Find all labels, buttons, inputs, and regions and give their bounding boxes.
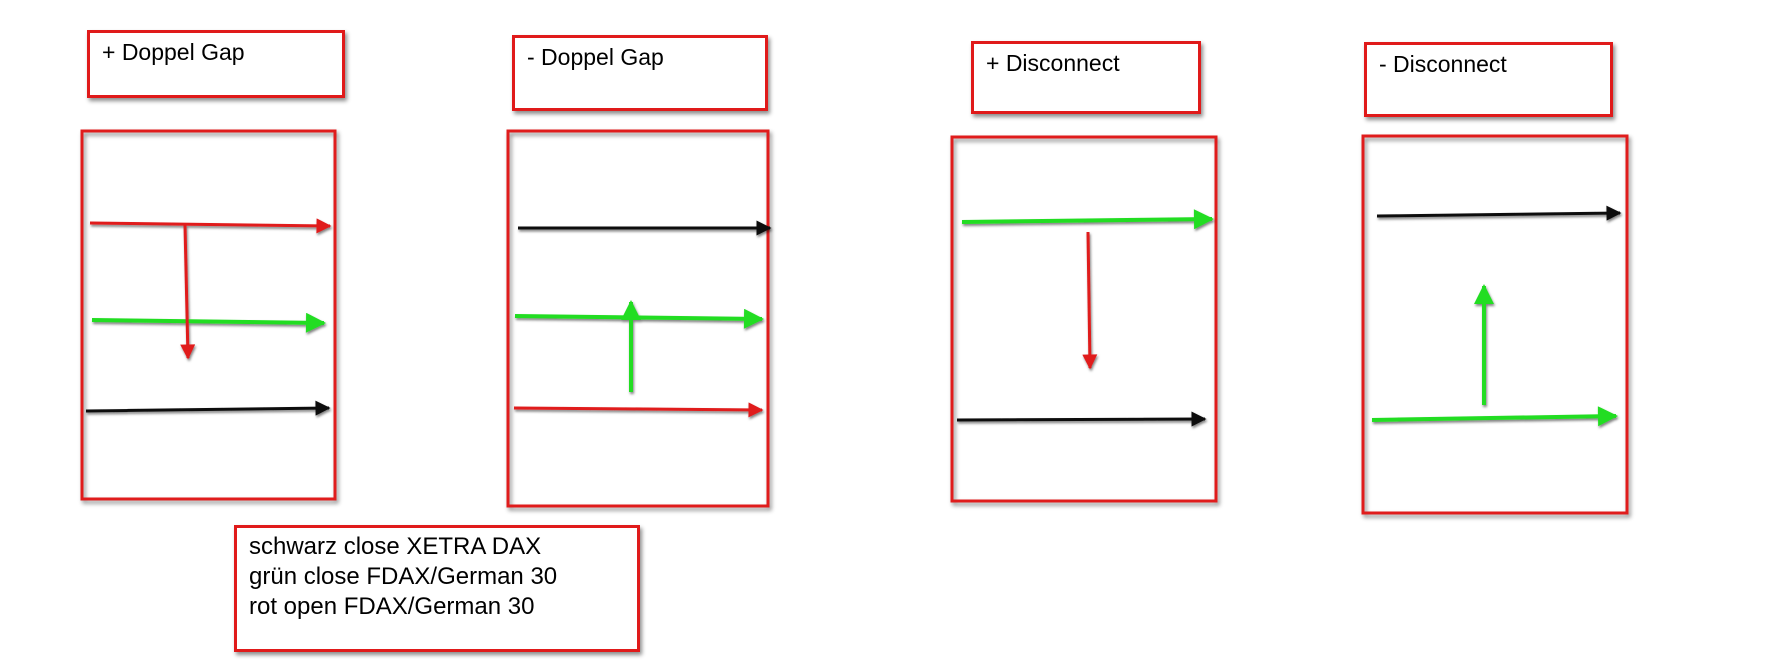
legend-item-green: grün close FDAX/German 30 <box>249 563 558 590</box>
panel-frame <box>80 129 337 501</box>
panel-plus-doppel-gap <box>80 129 337 501</box>
panel-title-minus-doppel-gap: - Doppel Gap <box>512 35 768 111</box>
panel-title-text: - Disconnect <box>1379 51 1507 77</box>
panel-frame <box>950 135 1218 503</box>
green-close-arrow <box>91 312 326 333</box>
black-close-arrow <box>85 400 331 416</box>
panel-minus-disconnect <box>1361 134 1629 515</box>
panel-title-text: + Disconnect <box>986 50 1120 76</box>
gap-down-arrow <box>1082 231 1098 370</box>
legend-item-black: schwarz close XETRA DAX <box>249 533 542 560</box>
panel-minus-doppel-gap <box>506 129 772 508</box>
panel-title-text: - Doppel Gap <box>527 44 664 70</box>
legend: schwarz close XETRA DAX grün close FDAX/… <box>234 525 640 652</box>
black-close-arrow <box>956 411 1207 427</box>
panel-frame <box>506 129 770 508</box>
green-close-arrow <box>514 308 764 329</box>
gap-down-arrow <box>180 224 196 360</box>
black-close-arrow <box>1376 205 1622 221</box>
panel-title-plus-doppel-gap: + Doppel Gap <box>87 30 345 98</box>
red-open-arrow <box>89 218 332 234</box>
panel-title-plus-disconnect: + Disconnect <box>971 41 1201 114</box>
panel-title-minus-disconnect: - Disconnect <box>1364 42 1613 117</box>
panel-plus-disconnect <box>950 135 1218 503</box>
panel-title-text: + Doppel Gap <box>102 39 245 65</box>
green-close-arrow <box>1371 406 1618 427</box>
legend-item-red: rot open FDAX/German 30 <box>249 593 535 620</box>
green-close-arrow <box>961 209 1214 230</box>
panel-frame <box>1361 134 1629 515</box>
red-open-arrow <box>513 402 764 418</box>
